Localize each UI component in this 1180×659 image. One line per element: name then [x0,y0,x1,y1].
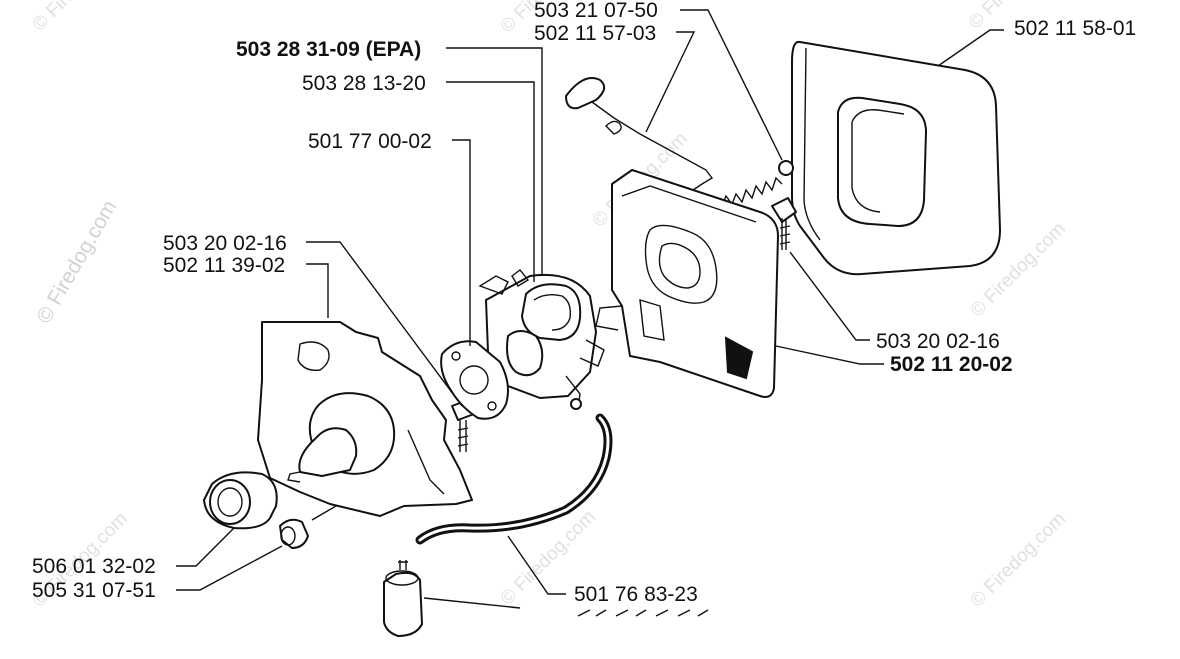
air-filter-part [791,40,1001,276]
part-label-502-11-58-01: 502 11 58-01 [1014,17,1136,40]
part-label-503-20-02-16-right: 503 20 02-16 [876,330,1000,353]
sleeve-part [203,471,278,530]
part-label-502-11-39-02: 502 11 39-02 [163,254,285,277]
fuel-hose-part [415,413,613,545]
watermark-tile: © Firedog.com [29,0,132,36]
intake-shield-part [257,321,473,517]
part-labels: 503 21 07-50 502 11 57-03 502 11 58-01 5… [32,0,1136,606]
part-label-502-11-20-02: 502 11 20-02 [890,353,1013,376]
carb-housing-part [595,169,779,398]
cutoff-label-fragment [574,609,712,617]
part-label-503-28-13-20: 503 28 13-20 [302,72,426,95]
part-label-506-01-32-02: 506 01 32-02 [32,555,156,578]
part-label-505-31-07-51: 505 31 07-51 [32,579,156,602]
fuel-filter-part [383,560,423,637]
leader-lines [176,9,1004,609]
watermark-side-text: © Firedog.com [32,196,121,327]
part-label-502-11-57-03: 502 11 57-03 [534,22,656,45]
watermark-tile: © Firedog.com [967,508,1070,611]
part-label-501-77-00-02: 501 77 00-02 [308,130,432,153]
part-label-503-21-07-50: 503 21 07-50 [534,0,658,22]
screw-part-right [771,197,797,250]
part-label-503-28-31-09-epa: 503 28 31-09 (EPA) [236,38,421,61]
part-label-503-20-02-16-left: 503 20 02-16 [163,232,287,255]
bushing-part [279,518,309,549]
carburetor-part [478,269,605,410]
choke-rod-part [565,77,714,193]
part-label-501-76-83-23: 501 76 83-23 [574,583,698,606]
